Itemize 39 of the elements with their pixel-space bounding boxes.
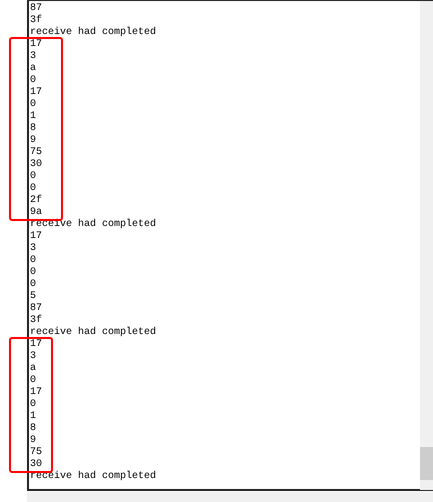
output-line: 3 (30, 351, 36, 362)
output-line: a (30, 63, 36, 74)
output-line: 30 (30, 459, 42, 470)
output-line: receive had completed (30, 471, 156, 482)
output-line: 0 (30, 255, 36, 266)
output-line: 17 (30, 339, 42, 350)
output-line: 87 (30, 303, 42, 314)
output-line: 1 (30, 411, 36, 422)
output-line: 2f (30, 195, 42, 206)
output-line: 3 (30, 243, 36, 254)
output-line: 0 (30, 267, 36, 278)
output-line: 17 (30, 231, 42, 242)
output-line: receive had completed (30, 27, 156, 38)
output-line: 0 (30, 279, 36, 290)
output-line: 9 (30, 435, 36, 446)
output-line: 0 (30, 75, 36, 86)
output-line: 75 (30, 147, 42, 158)
output-line: 87 (30, 3, 42, 14)
output-line: 0 (30, 171, 36, 182)
output-line: 3f (30, 15, 42, 26)
output-line: 5 (30, 291, 36, 302)
output-line: 9 (30, 135, 36, 146)
output-line: 17 (30, 87, 42, 98)
output-line: 17 (30, 39, 42, 50)
output-line: 8 (30, 123, 36, 134)
output-line: 9a (30, 207, 42, 218)
output-line: 0 (30, 99, 36, 110)
output-line: 30 (30, 159, 42, 170)
output-line: 0 (30, 375, 36, 386)
output-line: 17 (30, 387, 42, 398)
output-line: 1 (30, 111, 36, 122)
output-line: 75 (30, 447, 42, 458)
output-line: 0 (30, 399, 36, 410)
output-line: a (30, 363, 36, 374)
output-line: 3 (30, 51, 36, 62)
output-line: 8 (30, 423, 36, 434)
output-line: receive had completed (30, 327, 156, 338)
output-line: 0 (30, 183, 36, 194)
output-line: 3f (30, 315, 42, 326)
